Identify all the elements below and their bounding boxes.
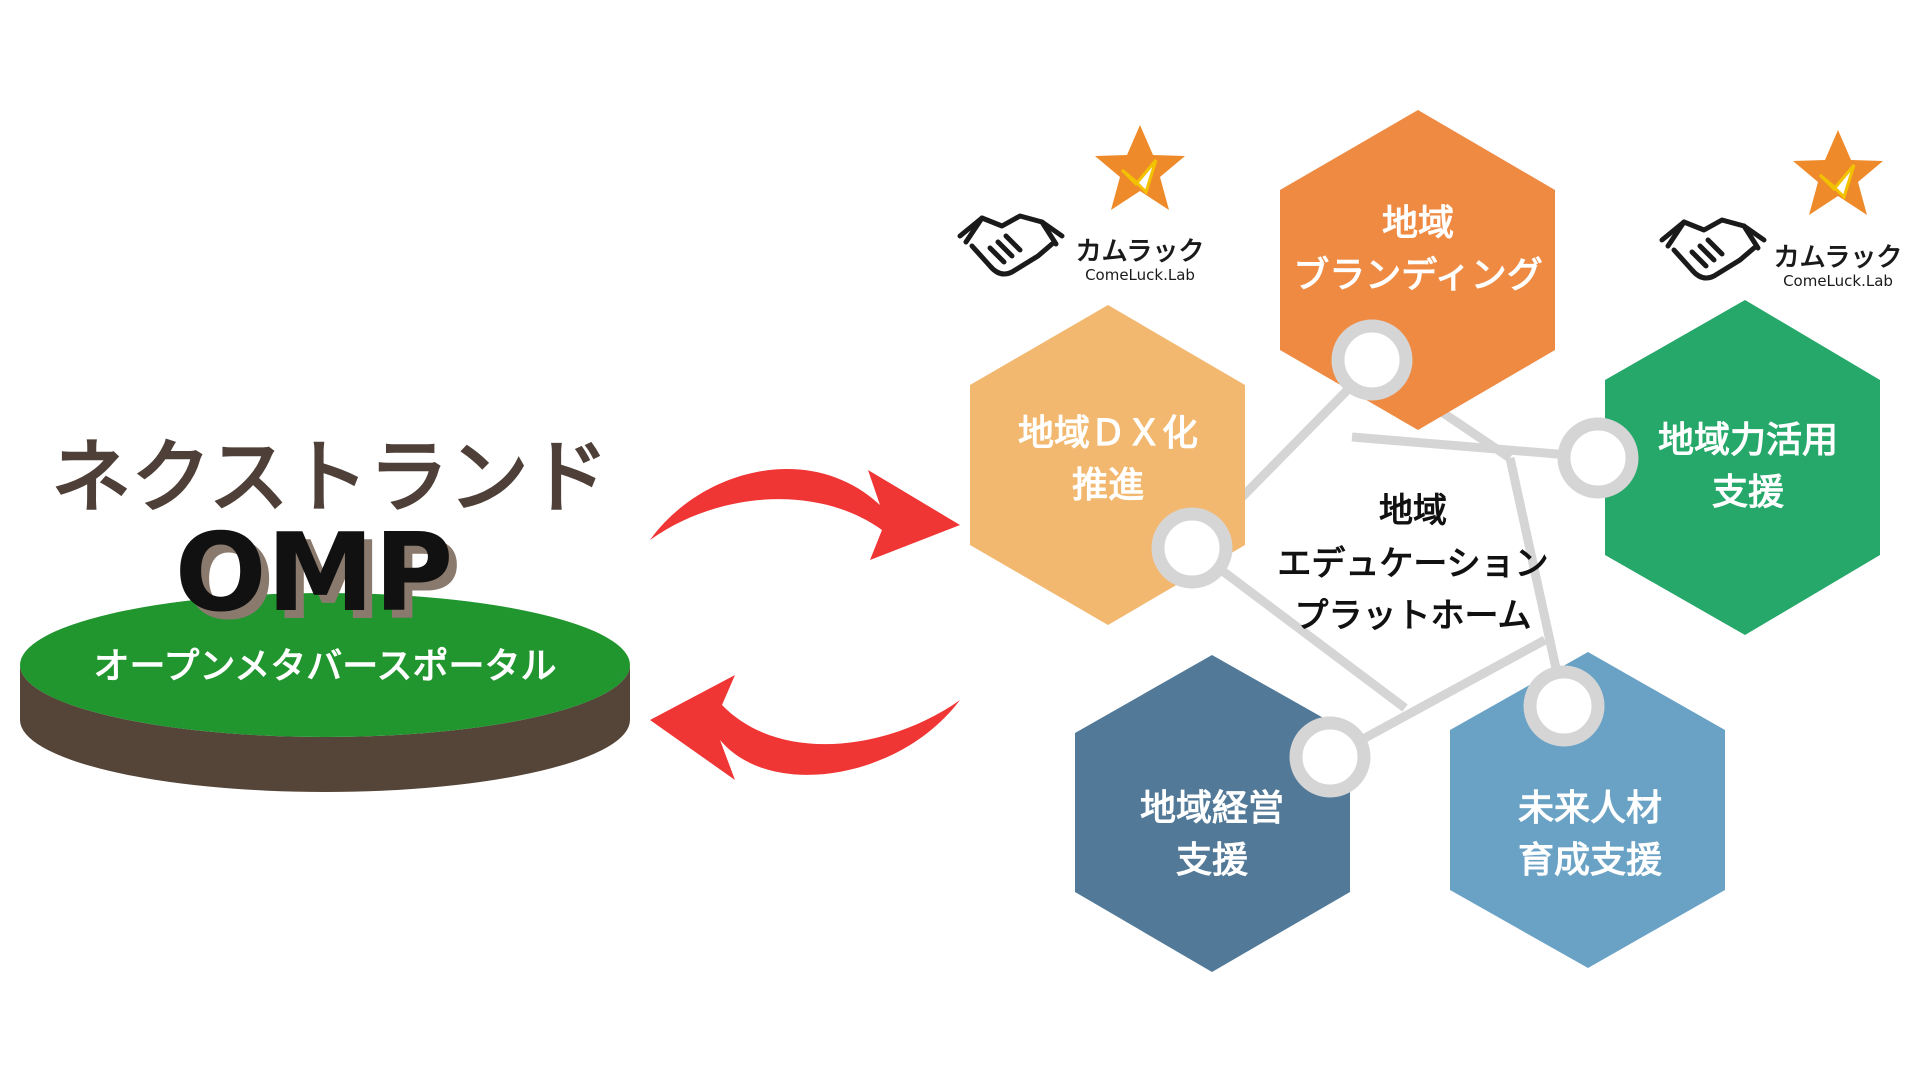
network-nodes <box>1151 319 1639 798</box>
hex-power-line2: 支援 <box>1712 472 1785 513</box>
comeluck-logo-left: カムラック ComeLuck.Lab <box>957 125 1205 284</box>
hex-branding: 地域 ブランディング <box>1280 110 1555 430</box>
hex-power-shape <box>1605 300 1880 635</box>
logo-right-sub: ComeLuck.Lab <box>1783 272 1893 290</box>
exchange-arrows <box>650 469 960 780</box>
node-dx <box>1151 507 1233 589</box>
hex-dx-line2: 推進 <box>1072 465 1144 506</box>
handshake-icon <box>1659 217 1767 281</box>
hex-power-line1: 地域力活用 <box>1658 420 1838 461</box>
hex-power: 地域力活用 支援 <box>1605 300 1880 635</box>
hex-management: 地域経営 支援 <box>1075 655 1350 972</box>
omp-title: OMP <box>175 511 453 636</box>
platform-disc-side <box>20 665 630 792</box>
arrow-left-icon <box>650 675 960 780</box>
logo-left-sub: ComeLuck.Lab <box>1085 266 1195 284</box>
hex-talent: 未来人材 育成支援 <box>1450 652 1725 968</box>
logo-left-script: カムラック <box>1076 237 1205 267</box>
platform-label: オープンメタバースポータル <box>94 645 557 687</box>
hex-talent-line1: 未来人材 <box>1518 788 1662 829</box>
platform-disc-top <box>20 593 630 737</box>
comeluck-logo-right: カムラック ComeLuck.Lab <box>1659 130 1903 290</box>
center-label: 地域 エデュケーション プラットホーム <box>1277 491 1548 636</box>
hex-talent-shape <box>1450 652 1725 968</box>
handshake-icon <box>957 213 1065 277</box>
omp-platform: オープンメタバースポータル <box>20 593 630 792</box>
center-line2: エデュケーション <box>1277 544 1548 584</box>
star-logo-icon <box>1095 125 1185 210</box>
node-talent <box>1523 665 1605 747</box>
hex-talent-line2: 育成支援 <box>1518 840 1663 881</box>
star-logo-icon <box>1793 130 1883 215</box>
node-branding <box>1331 319 1413 401</box>
hex-management-line2: 支援 <box>1176 840 1249 881</box>
hex-management-shape <box>1075 655 1350 972</box>
node-management <box>1289 716 1371 798</box>
arrow-right-icon <box>650 469 960 560</box>
hex-management-line1: 地域経営 <box>1140 788 1284 829</box>
node-power <box>1557 417 1639 499</box>
hex-branding-line1: 地域 <box>1382 203 1454 244</box>
omp-title-shadow: OMP <box>183 519 461 644</box>
center-line1: 地域 <box>1379 491 1447 531</box>
hex-branding-line2: ブランディング <box>1293 254 1542 296</box>
center-line3: プラットホーム <box>1295 596 1532 636</box>
logo-right-script: カムラック <box>1774 243 1903 273</box>
hex-dx-line1: 地域ＤＸ化 <box>1018 413 1198 454</box>
brand-title: ネクストランド <box>51 431 609 524</box>
